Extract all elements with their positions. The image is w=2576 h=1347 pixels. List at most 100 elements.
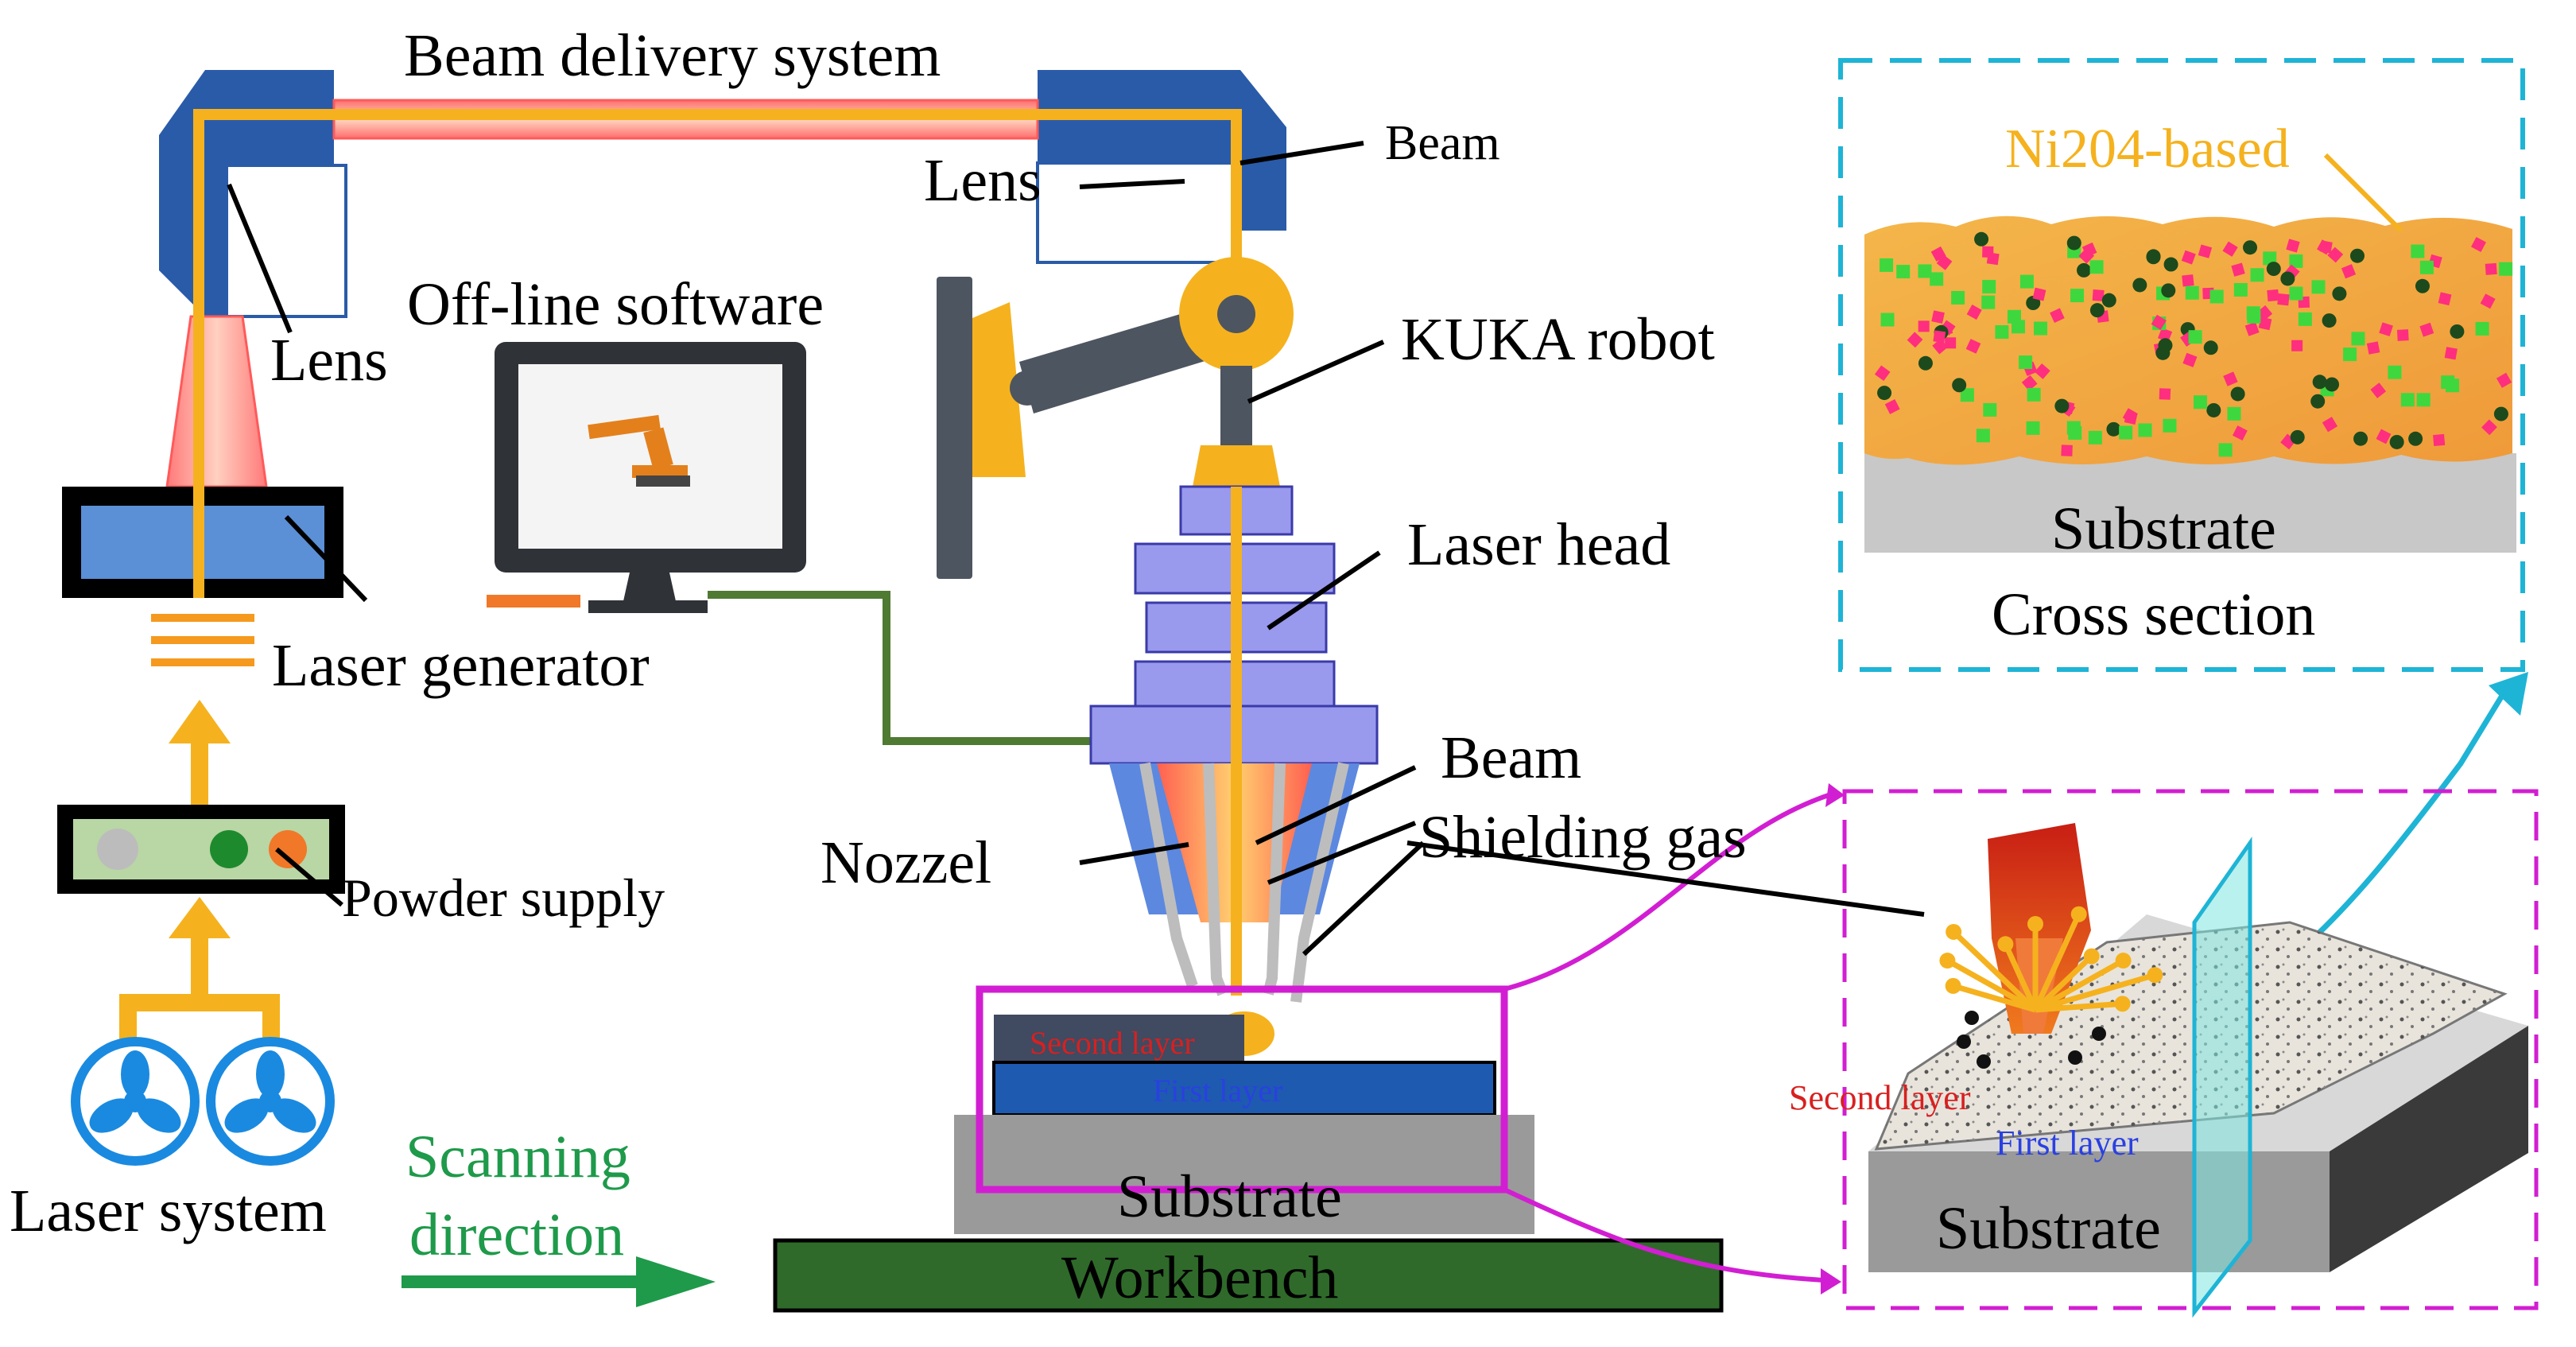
- cladding-particle: [2290, 429, 2305, 444]
- cladding-particle: [2026, 296, 2041, 311]
- label-second-layer: Second layer: [1030, 1025, 1195, 1061]
- cladding-particle: [1995, 325, 2009, 340]
- cladding-particle: [2070, 289, 2085, 303]
- label-laser-generator: Laser generator: [272, 632, 650, 699]
- cladding-particle: [1874, 365, 1891, 382]
- cladding-particle: [2438, 292, 2452, 306]
- cladding-particle: [1965, 339, 1981, 354]
- label-laser-system: Laser system: [10, 1178, 327, 1244]
- label-scanning: Scanning: [405, 1124, 630, 1190]
- cladding-particle: [1918, 355, 1933, 371]
- powder-particle: [1957, 1035, 1971, 1049]
- spark-head: [2070, 906, 2087, 922]
- cladding-particle: [2246, 306, 2260, 320]
- cladding-particle: [1982, 280, 1996, 294]
- powder-indicator-orange: [269, 830, 307, 868]
- powder-particle: [1965, 1011, 1979, 1025]
- cladding-particle: [1880, 312, 1895, 327]
- cladding-particle: [2078, 247, 2095, 264]
- monitor-icon: [495, 342, 806, 613]
- label-lens-left: Lens: [270, 327, 388, 394]
- cladding-particle: [2185, 285, 2199, 300]
- label-beam-mid: Beam: [1441, 724, 1581, 791]
- cladding-particle: [1932, 338, 1949, 355]
- cladding-particle: [2493, 406, 2508, 421]
- cladding-particle: [1974, 231, 1989, 246]
- cladding-particle: [2198, 244, 2213, 258]
- cladding-particle: [2163, 257, 2178, 272]
- cladding-particle: [2054, 398, 2070, 413]
- cladding-particle: [2151, 314, 2167, 330]
- cladding-particle: [2227, 406, 2241, 421]
- cladding-particle: [2101, 293, 2116, 308]
- zoom-connector-bottom: [1503, 1187, 1825, 1283]
- cladding-particle: [1930, 272, 1944, 286]
- cladding-particle: [2138, 423, 2152, 437]
- cladding-particle: [1931, 310, 1945, 324]
- second-layer: [994, 1015, 1244, 1062]
- label-powder-supply: Powder supply: [342, 868, 665, 928]
- cladding-particle: [2182, 274, 2194, 287]
- spark-line: [2034, 958, 2125, 1013]
- spark-head: [2147, 967, 2163, 984]
- cladding-particle: [2066, 421, 2081, 435]
- spark-head: [2115, 953, 2132, 969]
- label-workbench: Workbench: [1061, 1244, 1338, 1311]
- spark-head: [1997, 936, 2014, 953]
- powder-indicator-green: [210, 830, 248, 868]
- cladding-particle: [2408, 431, 2423, 446]
- flow-arrow-upper: [169, 700, 231, 811]
- label-nozzel: Nozzel: [821, 829, 991, 896]
- cladding-particle: [2250, 268, 2264, 282]
- cladding-particle: [2341, 264, 2357, 279]
- zoom-connector-arrow: [1821, 1268, 1841, 1295]
- label-kuka-robot: KUKA robot: [1401, 306, 1715, 373]
- cladding-particle: [2181, 250, 2196, 265]
- cladding-particle: [1976, 429, 1990, 443]
- cladding-particle: [2124, 411, 2138, 425]
- cladding-particle: [1933, 330, 1946, 344]
- cladding-particle: [2021, 375, 2038, 391]
- powder-particle: [2068, 1050, 2082, 1065]
- cladding-particle: [2416, 393, 2431, 407]
- cladding-particle: [2311, 280, 2326, 294]
- cladding-particle: [2388, 365, 2402, 379]
- spark-head: [1939, 953, 1956, 969]
- beam-line-head: [1231, 487, 1242, 996]
- cladding-particle: [2332, 286, 2347, 301]
- monitor-keyboard: [487, 595, 580, 608]
- cladding-particle: [2325, 377, 2340, 392]
- zoom-substrate-label: Substrate: [1936, 1195, 2161, 1262]
- cladding-particles: [1874, 231, 2513, 457]
- cladding-particle: [2019, 274, 2034, 289]
- cladding-particle: [2019, 355, 2033, 370]
- cladding-particle: [1936, 254, 1953, 270]
- cladding-particle: [1960, 388, 1974, 402]
- cross-section-connector: [2279, 690, 2507, 969]
- cladding-particle: [2231, 262, 2245, 277]
- zoom-connector-top: [1503, 793, 1829, 992]
- cladding-particle: [2266, 262, 2281, 277]
- zoom-sparks: [1939, 906, 2163, 1069]
- spark-line: [2033, 954, 2094, 1012]
- cross-section-frame: [1838, 58, 2525, 672]
- cladding-particle: [2243, 240, 2258, 255]
- cladding-particle: [2415, 278, 2430, 293]
- zoom-substrate-side: [2330, 1026, 2528, 1272]
- cladding-particle: [2158, 328, 2173, 343]
- label-laser-head: Laser head: [1407, 511, 1670, 578]
- cladding-particle: [2327, 246, 2344, 263]
- cladding-particle: [2027, 387, 2041, 402]
- spark-line: [2035, 972, 2156, 1013]
- cladding-particle: [2209, 289, 2224, 304]
- cladding-particle: [2034, 363, 2050, 379]
- cladding-particle: [2007, 309, 2021, 324]
- cladding-particle: [2232, 425, 2248, 441]
- cladding-particle: [2353, 431, 2368, 446]
- cladding-particle: [2267, 289, 2279, 302]
- cladding-particle: [2366, 341, 2380, 355]
- cladding-particle: [2322, 313, 2337, 328]
- cladding-particle: [2203, 340, 2218, 355]
- cladding-particle: [2499, 262, 2513, 276]
